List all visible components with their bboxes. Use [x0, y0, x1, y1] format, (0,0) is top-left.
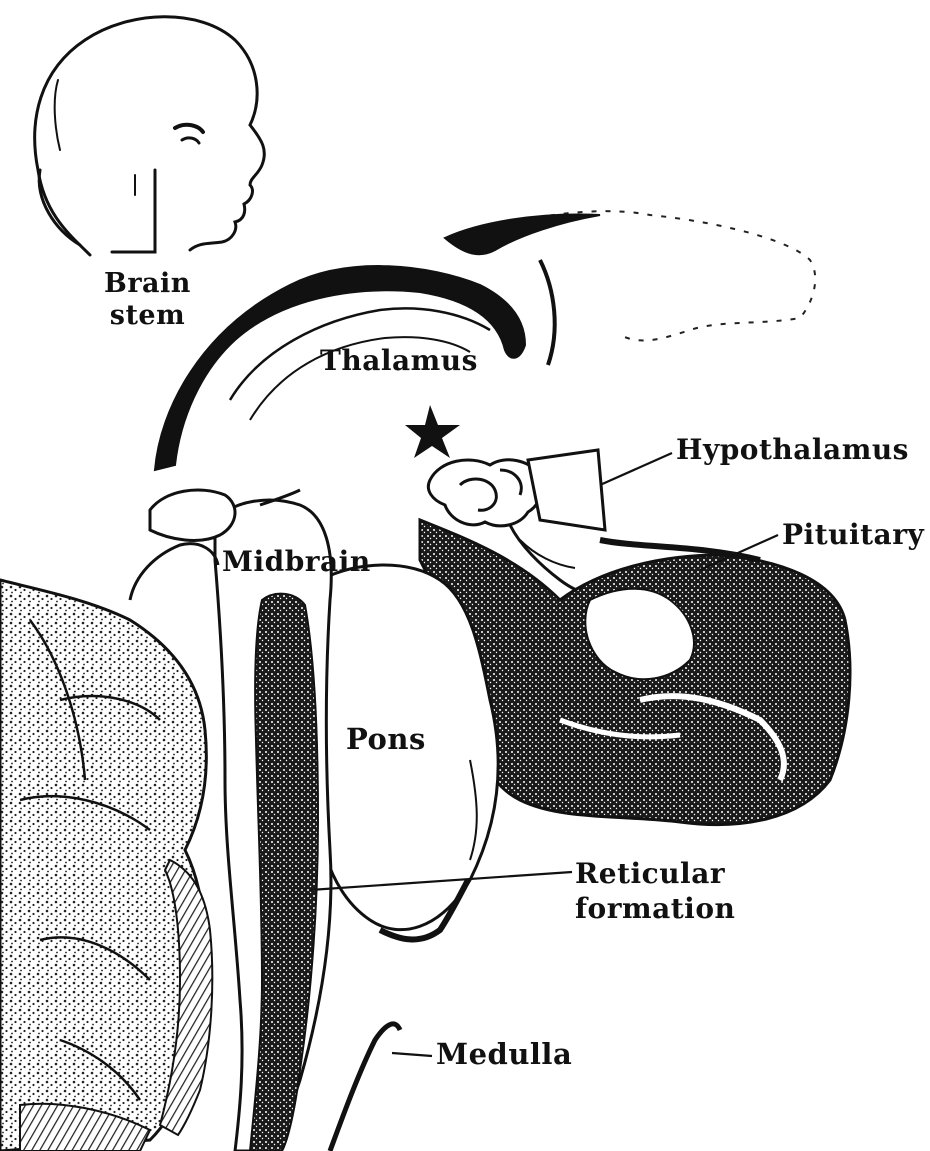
corpus-callosum	[155, 214, 600, 470]
label-reticular-line2: formation	[575, 891, 735, 926]
label-medulla: Medulla	[436, 1040, 572, 1069]
label-brain-stem: Brain stem	[104, 268, 191, 333]
label-pituitary: Pituitary	[782, 521, 924, 549]
label-pons: Pons	[346, 725, 426, 754]
reticular-formation-strip	[250, 594, 318, 1151]
cerebellum	[0, 580, 212, 1151]
label-brain-stem-line1: Brain	[104, 268, 191, 300]
label-reticular-formation: Reticular formation	[575, 856, 735, 926]
head-silhouette	[35, 17, 265, 255]
label-thalamus: Thalamus	[320, 347, 478, 375]
thalamus-mark	[405, 405, 460, 458]
label-reticular-line1: Reticular	[575, 856, 735, 891]
label-midbrain: Midbrain	[222, 548, 371, 576]
brainstem-column	[215, 500, 331, 1151]
leader-hypothalamus	[600, 453, 672, 485]
label-hypothalamus: Hypothalamus	[676, 436, 909, 464]
label-brain-stem-line2: stem	[104, 300, 191, 332]
leader-medulla	[392, 1053, 432, 1056]
medulla-body	[330, 1024, 400, 1151]
